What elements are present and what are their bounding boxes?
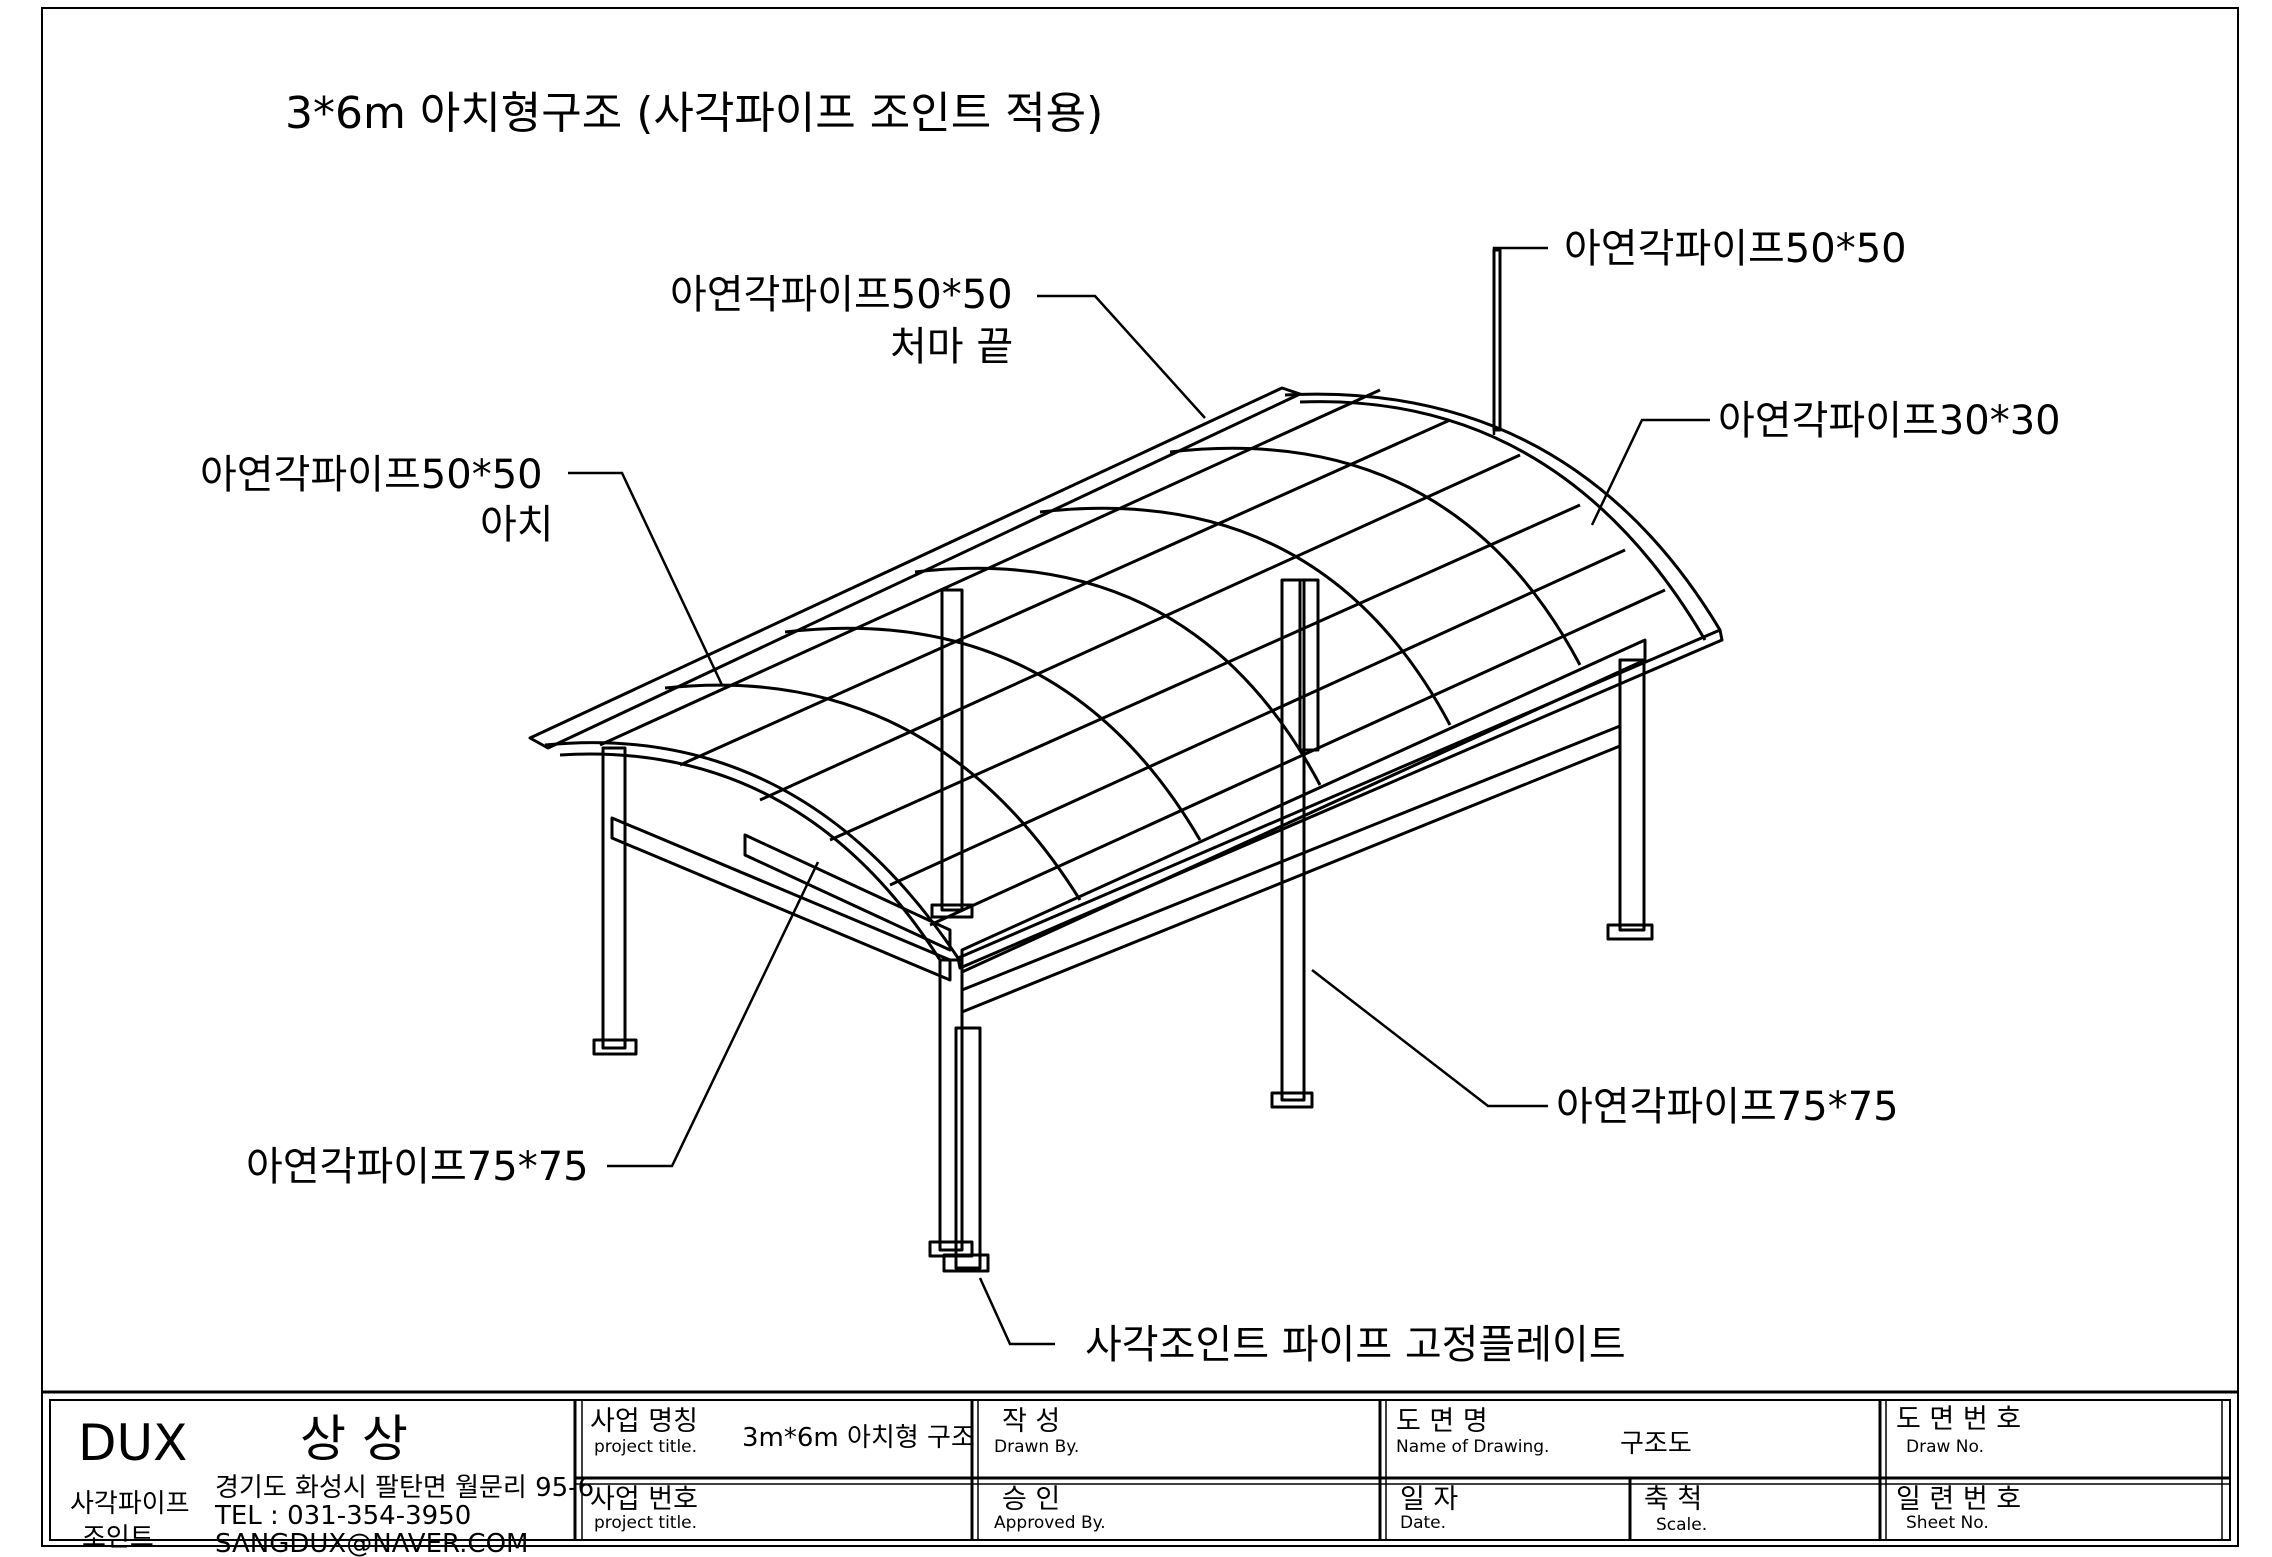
arch-4 — [914, 566, 1322, 786]
drawn-by-label-en: Drawn By. — [994, 1437, 1079, 1457]
eave-rail-back — [528, 386, 1302, 750]
post-front-corner — [942, 1026, 990, 1273]
project-name-value: 3m*6m 아치형 구조 — [742, 1423, 975, 1453]
scale-label-en: Scale. — [1656, 1515, 1707, 1535]
purlin-5 — [889, 548, 1626, 887]
company-name: 상 상 — [300, 1410, 408, 1468]
drawing-name-label-en: Name of Drawing. — [1396, 1437, 1549, 1457]
drawing-name-label: 도 면 명 — [1396, 1406, 1488, 1437]
company-product-line1: 사각파이프 — [70, 1489, 190, 1519]
approved-by-label: 승 인 — [1002, 1484, 1060, 1515]
purlin-1 — [599, 388, 1381, 747]
callout-eave-line2: 처마 끝 — [890, 324, 1013, 370]
leader-base-plate — [978, 1277, 1055, 1346]
leader-arch — [568, 471, 724, 686]
structure-drawing — [528, 248, 1724, 1273]
post-back-mid — [1270, 578, 1314, 1109]
beam-left-side — [610, 816, 952, 982]
company-brand: DUX — [78, 1414, 187, 1472]
purlin-3 — [759, 453, 1521, 802]
leader-post-right — [1311, 969, 1548, 1108]
callout-eave-line1: 아연각파이프50*50 — [670, 272, 1013, 318]
project-name-label: 사업 명칭 — [590, 1406, 698, 1437]
purlin-4 — [829, 503, 1581, 842]
date-label: 일 자 — [1400, 1484, 1458, 1515]
arch-3 — [784, 626, 1202, 841]
project-no-label: 사업 번호 — [590, 1484, 698, 1515]
post-inner-left-base — [930, 903, 974, 919]
arch-5 — [1039, 506, 1452, 726]
date-label-en: Date. — [1400, 1513, 1446, 1533]
callout-arch-line1: 아연각파이프50*50 — [200, 452, 543, 498]
beam-front-upper — [960, 638, 1647, 974]
scale-label: 축 척 — [1644, 1484, 1702, 1515]
callout-purlin: 아연각파이프30*30 — [1718, 398, 2061, 444]
project-name-label-en: project title. — [594, 1437, 697, 1457]
arch-1 — [544, 741, 960, 959]
sheet-border — [41, 7, 2239, 1547]
leader-eave — [1037, 294, 1206, 419]
arch-2 — [664, 683, 1082, 901]
sheet-no-label-en: Sheet No. — [1906, 1513, 1989, 1533]
arch-7b — [1299, 400, 1707, 641]
drawn-by-label: 작 성 — [1002, 1406, 1060, 1437]
leader-lines — [568, 246, 1710, 1346]
post-back-right — [1606, 658, 1654, 941]
purlin-2 — [679, 418, 1451, 767]
draw-no-label-en: Draw No. — [1906, 1437, 1984, 1457]
post-inner-mid — [1298, 578, 1320, 752]
arch-7 — [1284, 392, 1722, 631]
purlin-6 — [929, 588, 1666, 927]
post-front-left — [592, 746, 638, 1056]
approved-by-label-en: Approved By. — [994, 1513, 1106, 1533]
post-front-mid — [928, 958, 974, 1258]
company-tel: TEL : 031-354-3950 — [214, 1501, 471, 1531]
callout-arch-line2: 아치 — [480, 502, 554, 548]
callout-top-right: 아연각파이프50*50 — [1564, 226, 1907, 272]
callout-post-right: 아연각파이프75*75 — [1556, 1084, 1899, 1130]
company-product-line2: 조인트 — [82, 1523, 154, 1553]
company-email: SANGDUX@NAVER.COM — [215, 1529, 528, 1557]
title-block — [42, 1390, 2238, 1541]
arch-6 — [1169, 446, 1582, 666]
beam-left-side-2 — [743, 833, 952, 952]
arch-1b — [559, 752, 942, 961]
sheet-no-label: 일 련 번 호 — [1896, 1484, 2021, 1515]
project-no-label-en: project title. — [594, 1513, 697, 1533]
company-address: 경기도 화성시 팔탄면 월문리 95-6 — [215, 1473, 594, 1503]
leader-post-left — [607, 861, 820, 1168]
callout-base-plate: 사각조인트 파이프 고정플레이트 — [1085, 1322, 1626, 1368]
eave-rail-front — [956, 628, 1724, 970]
leader-top-right — [1492, 246, 1548, 435]
callout-post-left: 아연각파이프75*75 — [246, 1144, 589, 1190]
draw-no-label: 도 면 번 호 — [1896, 1404, 2021, 1435]
beam-front-lower — [960, 724, 1622, 1014]
leader-purlin — [1590, 418, 1710, 526]
drawing-name-value: 구조도 — [1620, 1429, 1692, 1459]
drawing-title: 3*6m 아치형구조 (사각파이프 조인트 적용) — [285, 88, 1103, 139]
